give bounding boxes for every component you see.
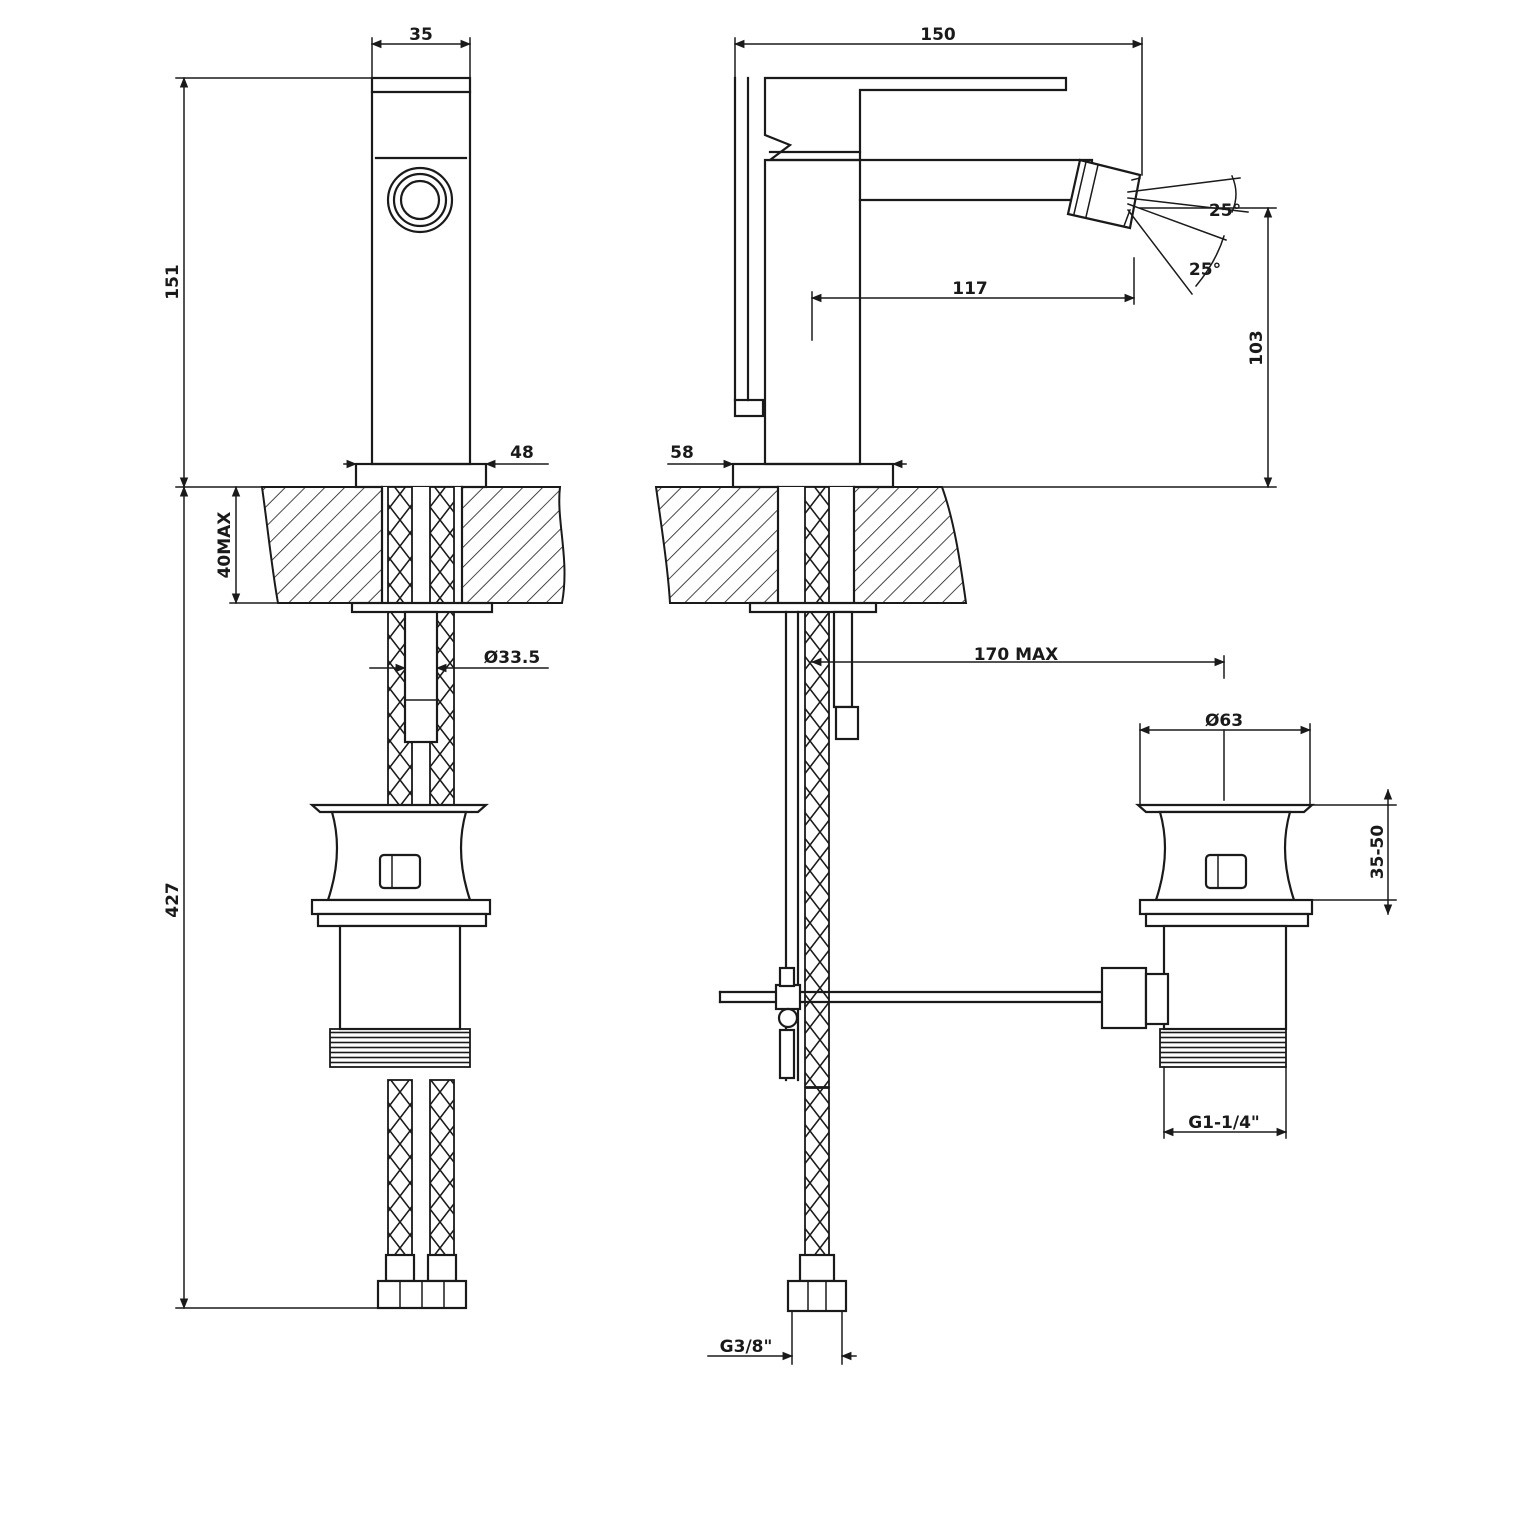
spray-angle-upper: 25° [1209,201,1241,221]
popup-waste-side [1100,803,1315,1068]
dim-reach-117: 117 [952,279,988,299]
dim-height-151: 151 [163,264,183,300]
dimensions-side: 150 117 103 58 170 MAX Ø63 35-50 [667,25,1397,1365]
front-view: 35 151 40MAX 427 48 Ø33.5 [163,25,566,1310]
dim-shank-diameter: Ø33.5 [484,648,540,668]
spray-head: 25° 25° [1066,158,1249,296]
mixer-body-front [354,76,488,489]
popup-waste-front [309,803,492,1068]
dim-waste-diameter: Ø63 [1205,711,1243,731]
spray-angle-lower: 25° [1189,260,1221,280]
dim-waste-35-50: 35-50 [1368,825,1388,880]
dim-width-35: 35 [409,25,433,45]
lever-handle-side [763,76,1068,162]
dim-waste-thread: G1-1/4" [1188,1113,1260,1133]
side-view: 25° 25° [654,25,1397,1365]
flex-hose-side [748,486,878,1313]
dim-height-103: 103 [1247,330,1267,366]
dim-height-427: 427 [163,882,183,918]
dim-deck-40max: 40MAX [215,512,235,579]
dim-length-150: 150 [920,25,956,45]
dimensions-front: 35 151 40MAX 427 48 Ø33.5 [163,25,549,1310]
dim-rod-170max: 170 MAX [974,645,1059,665]
dim-base-48: 48 [510,443,534,463]
dim-base-58: 58 [670,443,694,463]
countertop-section-front [260,485,566,605]
dim-hose-thread: G3/8" [720,1337,773,1357]
popup-linkage-rod [718,966,1106,1080]
mixer-body-side [731,76,1094,489]
